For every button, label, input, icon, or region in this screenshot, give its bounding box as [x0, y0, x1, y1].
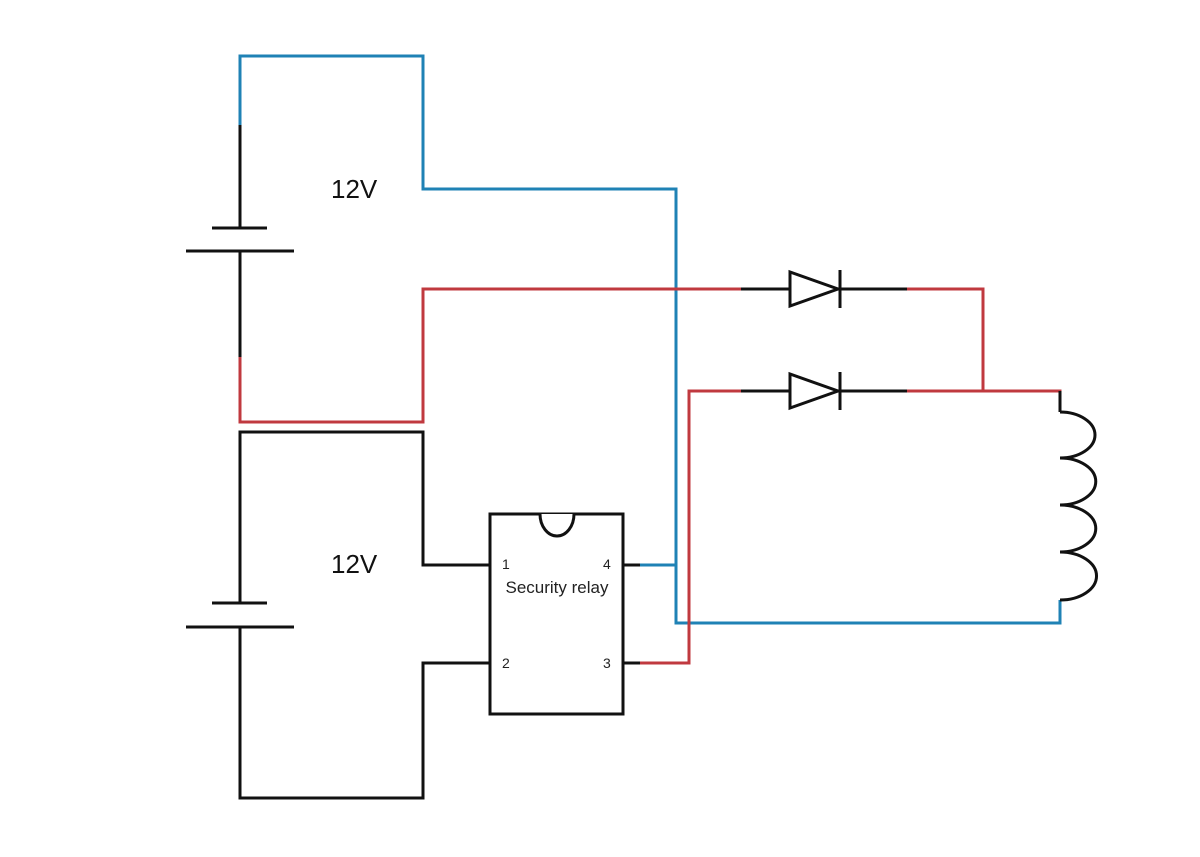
wire-blue-battery-to-coil [238, 54, 1062, 625]
battery-top: 12V [186, 125, 378, 357]
coil-loops [1059, 410, 1098, 602]
wire-black-battery-to-relay-pin1 [238, 430, 490, 603]
battery-top-voltage-label: 12V [331, 174, 378, 204]
battery-bottom-voltage-label: 12V [331, 549, 378, 579]
security-relay-chip: 1 4 2 3 Security relay [488, 512, 625, 716]
diode-bottom-triangle [788, 371, 843, 411]
relay-pin3-label: 3 [603, 655, 611, 671]
relay-notch [538, 513, 576, 538]
diode-bottom [741, 371, 907, 411]
relay-title: Security relay [506, 578, 609, 597]
wire-red-diode-top-to-coil [907, 287, 985, 391]
battery-bottom: 12V [186, 549, 378, 629]
relay-pin4-label: 4 [603, 556, 611, 572]
wire-black-battery-to-relay-pin2 [238, 627, 490, 800]
relay-body [488, 512, 625, 716]
relay-pin1-label: 1 [502, 556, 510, 572]
wire-red-battery-to-diode-top [238, 287, 741, 424]
diode-top [741, 269, 907, 309]
relay-pin2-label: 2 [502, 655, 510, 671]
diode-top-triangle [788, 269, 843, 309]
wire-red-relay-pin3-to-diode-bottom [640, 389, 741, 665]
wire-red-diode-bottom-to-coil [907, 389, 1062, 412]
inductor-coil [1058, 391, 1098, 602]
